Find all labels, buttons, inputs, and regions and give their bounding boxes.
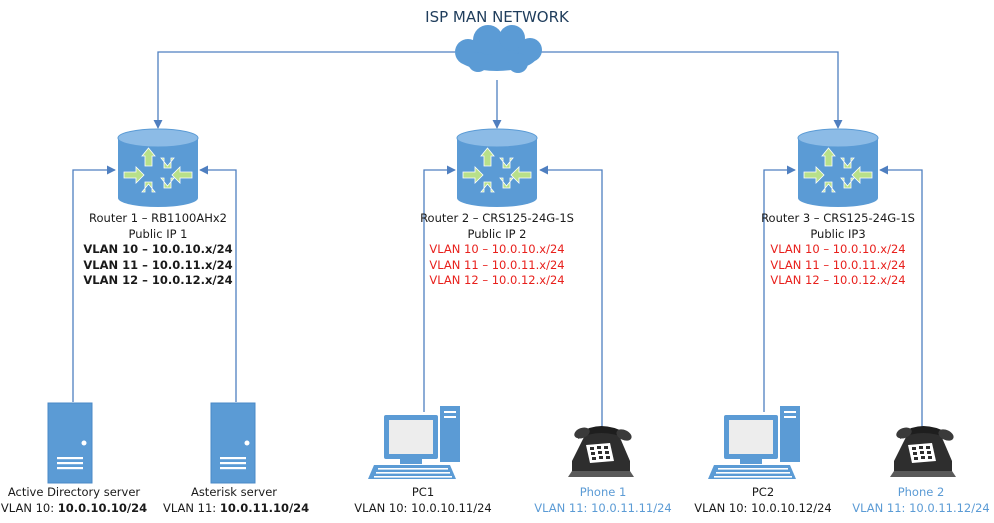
phone-icon: [890, 425, 956, 477]
device-vlan: VLAN 11:: [534, 500, 592, 515]
connection-lines: [72, 51, 923, 428]
router-ip: Public IP3: [810, 226, 866, 241]
device-name: Active Directory server: [7, 485, 141, 499]
pc2-label: PC2 VLAN 10: 10.0.10.12/24: [690, 485, 836, 516]
ad-server-label: Active Directory server VLAN 10: 10.0.10…: [0, 485, 148, 516]
router-name: Router 2 – CRS125-24G-1S: [420, 211, 574, 225]
device-name: Asterisk server: [190, 485, 278, 499]
router-3-label: Router 3 – CRS125-24G-1S Public IP3 VLAN…: [738, 211, 938, 289]
router-ip: Public IP 1: [128, 226, 188, 241]
device-vlan: VLAN 11:: [852, 500, 910, 515]
cloud-icon: [455, 25, 542, 73]
router-vlan: VLAN 10 – 10.0.10.x/24: [429, 242, 565, 256]
device-vlan: VLAN 10:: [0, 500, 58, 515]
router-name: Router 3 – CRS125-24G-1S: [761, 211, 915, 225]
link-pc2-router3: [763, 165, 796, 412]
router-1-icon: [117, 128, 199, 208]
asterisk-server-label: Asterisk server VLAN 11: 10.0.11.10/24: [163, 485, 309, 516]
router-1-label: Router 1 – RB1100AHx2 Public IP 1 VLAN 1…: [58, 211, 258, 289]
router-name: Router 1 – RB1100AHx2: [89, 211, 227, 225]
link-cloud-router1: [153, 51, 455, 129]
phone-icon: [568, 425, 634, 477]
link-pc1-router2: [423, 165, 456, 412]
phone2-label: Phone 2 VLAN 11: 10.0.11.12/24: [848, 485, 994, 516]
device-address: 10.0.10.12/24: [751, 500, 832, 515]
link-phone2-router3: [879, 165, 923, 428]
device-name: PC1: [411, 485, 435, 499]
device-address: 10.0.11.12/24: [909, 500, 990, 515]
server-icon: [210, 402, 256, 484]
pc1-label: PC1 VLAN 10: 10.0.10.11/24: [350, 485, 496, 516]
router-2-icon: [456, 128, 538, 208]
device-vlan: VLAN 10:: [354, 500, 412, 515]
router-vlan: VLAN 11 – 10.0.11.x/24: [83, 257, 233, 272]
diagram-title: ISP MAN NETWORK: [425, 8, 569, 26]
router-3-icon: [797, 128, 879, 208]
device-address: 10.0.10.10/24: [57, 500, 148, 515]
device-address: 10.0.11.10/24: [219, 500, 310, 515]
router-vlan: VLAN 12 – 10.0.12.x/24: [429, 273, 565, 287]
link-asterisk-router1: [199, 165, 237, 402]
server-icon: [47, 402, 93, 484]
link-ad-server-router1: [72, 165, 116, 402]
router-2-label: Router 2 – CRS125-24G-1S Public IP 2 VLA…: [397, 211, 597, 289]
router-vlan: VLAN 11 – 10.0.11.x/24: [770, 257, 906, 272]
pc-icon: [708, 406, 800, 479]
router-vlan: VLAN 10 – 10.0.10.x/24: [83, 242, 233, 256]
router-vlan: VLAN 12 – 10.0.12.x/24: [83, 273, 233, 287]
router-vlan: VLAN 11 – 10.0.11.x/24: [429, 257, 565, 272]
router-ip: Public IP 2: [467, 226, 527, 241]
device-vlan: VLAN 10:: [694, 500, 752, 515]
device-address: 10.0.11.11/24: [591, 500, 672, 515]
device-vlan: VLAN 11:: [163, 500, 220, 515]
device-name: Phone 2: [897, 485, 945, 499]
link-cloud-router3: [540, 51, 843, 129]
router-vlan: VLAN 10 – 10.0.10.x/24: [770, 242, 906, 256]
link-phone1-router2: [539, 165, 603, 428]
device-name: Phone 1: [579, 485, 627, 499]
device-address: 10.0.10.11/24: [411, 500, 492, 515]
device-name: PC2: [751, 485, 775, 499]
router-vlan: VLAN 12 – 10.0.12.x/24: [770, 273, 906, 287]
pc-icon: [368, 406, 460, 479]
phone1-label: Phone 1 VLAN 11: 10.0.11.11/24: [530, 485, 676, 516]
